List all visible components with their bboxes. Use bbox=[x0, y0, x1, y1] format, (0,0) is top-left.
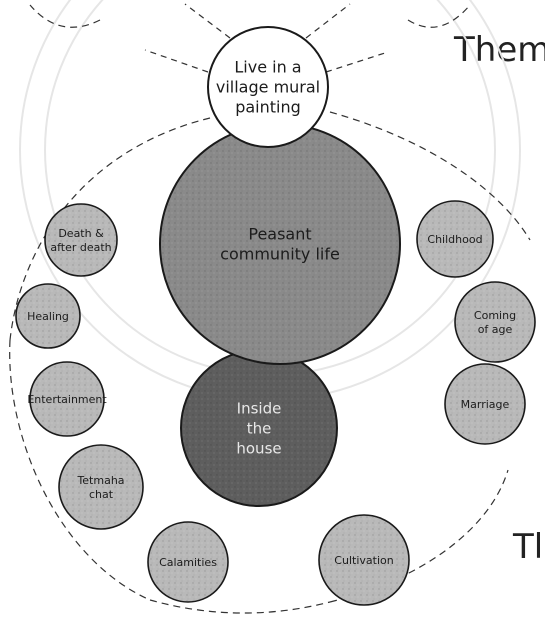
node-label-death-after-death-1: after death bbox=[50, 241, 111, 254]
heading-bottom: Tl bbox=[513, 527, 544, 567]
node-label-death-after-death-0: Death & bbox=[58, 227, 104, 240]
node-texture-calamities bbox=[149, 523, 227, 601]
node-childhood: Childhood bbox=[416, 200, 494, 278]
node-label-marriage-0: Marriage bbox=[461, 398, 510, 411]
node-label-live-in-mural-0: Live in a bbox=[234, 58, 301, 77]
node-texture-healing bbox=[17, 285, 79, 347]
node-circle-live-in-mural bbox=[207, 26, 329, 148]
node-death-after-death: Death &after death bbox=[44, 203, 118, 277]
node-label-healing-0: Healing bbox=[27, 310, 69, 323]
orbit-arc-bottom bbox=[149, 599, 331, 614]
node-texture-cultivation bbox=[320, 516, 408, 604]
node-label-peasant-community-life-0: Peasant bbox=[248, 225, 311, 244]
orbit-arc-right-lower bbox=[329, 469, 509, 603]
node-texture-entertainment bbox=[31, 363, 103, 435]
node-healing: Healing bbox=[15, 283, 81, 349]
connector-lines bbox=[9, 3, 531, 614]
orbit-arc-right-upper bbox=[329, 111, 531, 241]
spoke-right bbox=[325, 51, 389, 73]
node-texture-marriage bbox=[446, 365, 524, 443]
node-label-childhood-0: Childhood bbox=[427, 233, 482, 246]
spoke-top-right bbox=[305, 3, 351, 39]
node-cultivation: Cultivation bbox=[318, 514, 410, 606]
node-label-tetmaha-chat-0: Tetmaha bbox=[76, 474, 124, 487]
node-inside-the-house: Inside the house bbox=[180, 349, 338, 507]
node-texture-childhood bbox=[418, 202, 492, 276]
node-label-tetmaha-chat-1: chat bbox=[89, 488, 114, 501]
node-label-coming-of-age-0: Coming bbox=[474, 309, 516, 322]
node-texture-inside-the-house bbox=[182, 351, 336, 505]
spoke-left bbox=[144, 49, 209, 73]
orbit-arc-top-left bbox=[29, 4, 101, 28]
node-label-peasant-community-life-1: community life bbox=[220, 245, 340, 264]
node-label-coming-of-age-1: of age bbox=[478, 323, 513, 336]
node-label-inside-the-house-2: house bbox=[236, 439, 281, 457]
node-label-cultivation-0: Cultivation bbox=[334, 554, 393, 567]
node-label-inside-the-house-1: the bbox=[247, 419, 272, 437]
spoke-top-left bbox=[184, 3, 231, 39]
node-label-live-in-mural-2: painting bbox=[235, 98, 301, 117]
diagram-nodes: Death &after deathHealingEntertainmentTe… bbox=[15, 26, 536, 606]
node-calamities: Calamities bbox=[147, 521, 229, 603]
node-label-calamities-0: Calamities bbox=[159, 556, 217, 569]
orbit-arc-top-right bbox=[407, 4, 471, 28]
node-entertainment: Entertainment bbox=[27, 361, 107, 437]
orbit-arc-left-lower bbox=[9, 339, 151, 601]
node-label-live-in-mural-1: village mural bbox=[216, 78, 320, 97]
node-texture-coming-of-age bbox=[456, 283, 534, 361]
node-texture-tetmaha-chat bbox=[60, 446, 142, 528]
node-texture-peasant-community-life bbox=[161, 125, 399, 363]
node-label-entertainment-0: Entertainment bbox=[27, 393, 107, 406]
node-label-inside-the-house-0: Inside bbox=[237, 399, 282, 417]
node-marriage: Marriage bbox=[444, 363, 526, 445]
node-texture-death-after-death bbox=[46, 205, 116, 275]
